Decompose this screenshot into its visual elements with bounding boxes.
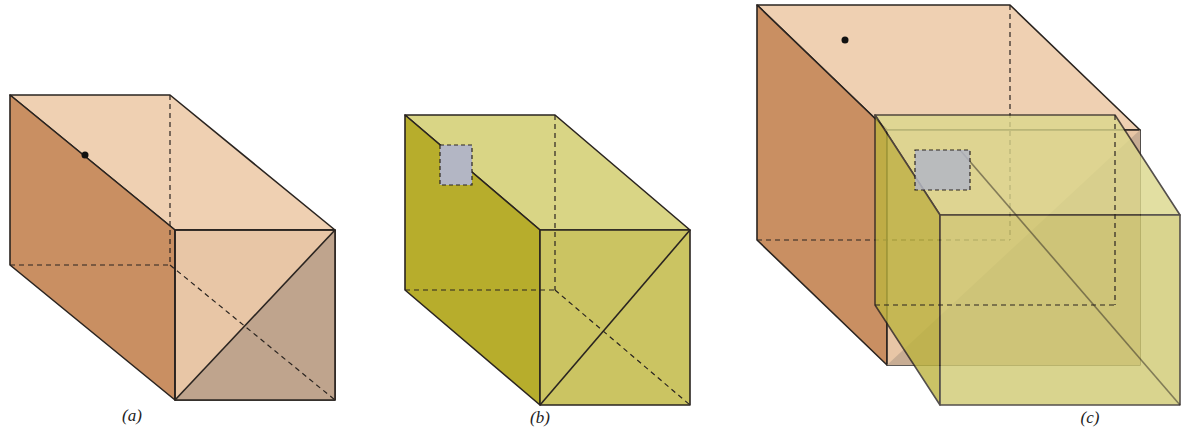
diagonal [175, 230, 335, 400]
dot [842, 37, 849, 44]
brown-box [10, 95, 335, 400]
inner-yellow-box [875, 115, 1180, 405]
hidden-edge [170, 265, 335, 400]
yellow-box [405, 115, 690, 405]
front-face [940, 215, 1180, 405]
shaded-face [175, 230, 335, 400]
figure-label: (b) [530, 408, 550, 428]
hidden-edge [169, 95, 170, 265]
window [915, 150, 970, 190]
dot [82, 152, 89, 159]
hidden-edge [554, 115, 555, 290]
front-face [540, 230, 690, 405]
figure-label: (a) [122, 406, 142, 426]
hidden-edge [405, 289, 555, 290]
side-face [405, 115, 540, 405]
side-face [757, 5, 887, 365]
side-face [10, 95, 175, 400]
figure-label: (c) [1081, 408, 1100, 428]
hidden-edge [875, 304, 1115, 305]
hidden-edge [10, 264, 170, 265]
hidden-edge [1114, 115, 1115, 305]
inner-edge [960, 150, 1180, 405]
window [440, 145, 472, 185]
hidden-edge [555, 290, 690, 405]
combined-boxes [757, 5, 1180, 405]
front-face [175, 230, 335, 400]
diagonal [540, 230, 690, 405]
front-outline [175, 230, 335, 400]
